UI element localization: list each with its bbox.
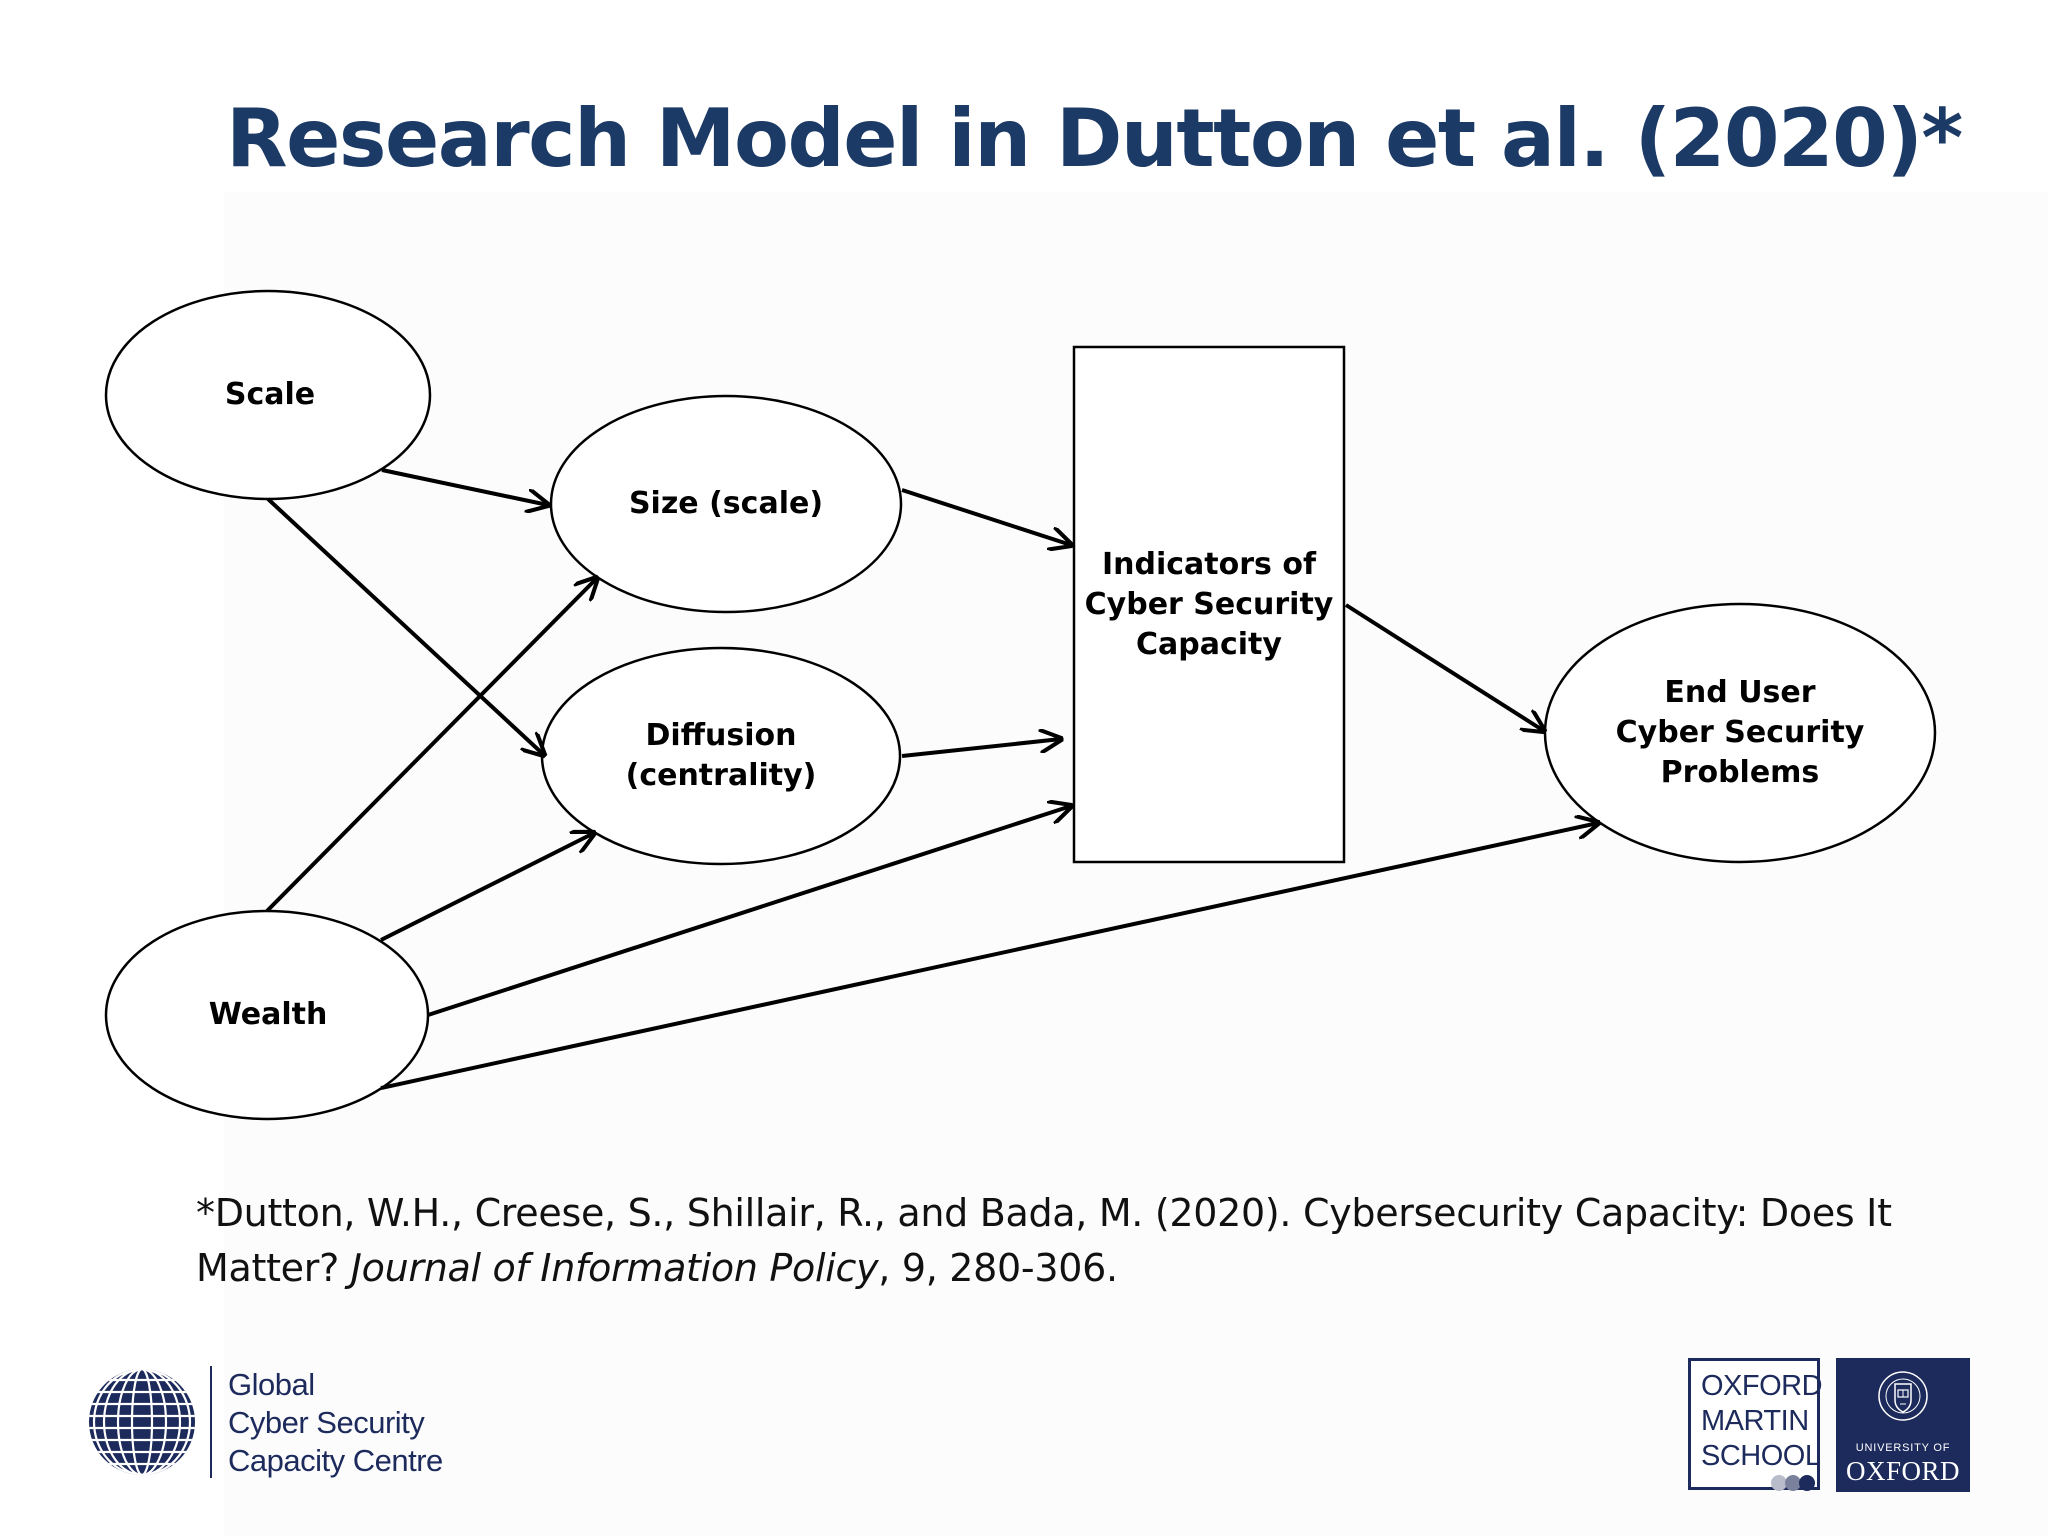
gcscc-logo: Global Cyber Security Capacity Centre xyxy=(86,1366,466,1482)
crest-icon xyxy=(1878,1371,1928,1421)
arrow-wealth-to-size xyxy=(265,578,597,913)
citation: *Dutton, W.H., Creese, S., Shillair, R.,… xyxy=(196,1186,1896,1296)
arrow-wealth-to-indicators xyxy=(427,806,1071,1017)
arrow-scale-to-diffusion xyxy=(266,497,544,755)
node-label-scale: Scale xyxy=(224,377,316,412)
node-label-size: Size (scale) xyxy=(628,486,824,521)
citation-authors: *Dutton, W.H., Creese, S., Shillair, R.,… xyxy=(196,1191,1892,1290)
arrow-diffusion-to-indicators xyxy=(901,739,1061,758)
gcscc-line-3: Capacity Centre xyxy=(228,1443,443,1478)
node-label-indicators: Indicators of Cyber Security Capacity xyxy=(1084,547,1334,662)
node-label-wealth: Wealth xyxy=(208,997,328,1032)
oxford-university-of: UNIVERSITY OF xyxy=(1855,1442,1951,1454)
oms-line-1: OXFORD xyxy=(1701,1370,1823,1402)
gcscc-wordmark: Global Cyber Security Capacity Centre xyxy=(228,1366,443,1480)
oms-line-2: MARTIN xyxy=(1701,1405,1809,1437)
gcscc-line-1: Global xyxy=(228,1367,315,1402)
university-of-oxford-logo: UNIVERSITY OF OXFORD xyxy=(1836,1358,1970,1492)
arrow-indicators-to-enduser xyxy=(1344,603,1544,731)
oms-dots-icon xyxy=(1771,1475,1815,1491)
node-label-diffusion: Diffusion (centrality) xyxy=(625,718,817,793)
oxford-martin-school-logo: OXFORD MARTIN SCHOOL xyxy=(1688,1358,1823,1491)
arrow-wealth-to-enduser xyxy=(380,823,1598,1090)
logo-divider xyxy=(210,1366,212,1478)
oms-line-3: SCHOOL xyxy=(1701,1440,1821,1472)
gcscc-line-2: Cyber Security xyxy=(228,1405,425,1440)
node-indicators xyxy=(1072,345,1346,864)
arrow-size-to-indicators xyxy=(901,488,1071,545)
node-label-enduser: End User Cyber Security Problems xyxy=(1615,675,1865,790)
oms-wordmark: OXFORD MARTIN SCHOOL xyxy=(1701,1369,1823,1474)
arrow-scale-to-size xyxy=(381,468,548,505)
slide-title: Research Model in Dutton et al. (2020)* xyxy=(226,92,1963,185)
oxford-wordmark: OXFORD xyxy=(1845,1456,1961,1486)
citation-journal: Journal of Information Policy xyxy=(350,1246,879,1290)
arrow-wealth-to-diffusion xyxy=(380,833,594,942)
globe-icon xyxy=(89,1369,195,1475)
citation-pages: , 9, 280-306. xyxy=(878,1246,1118,1290)
